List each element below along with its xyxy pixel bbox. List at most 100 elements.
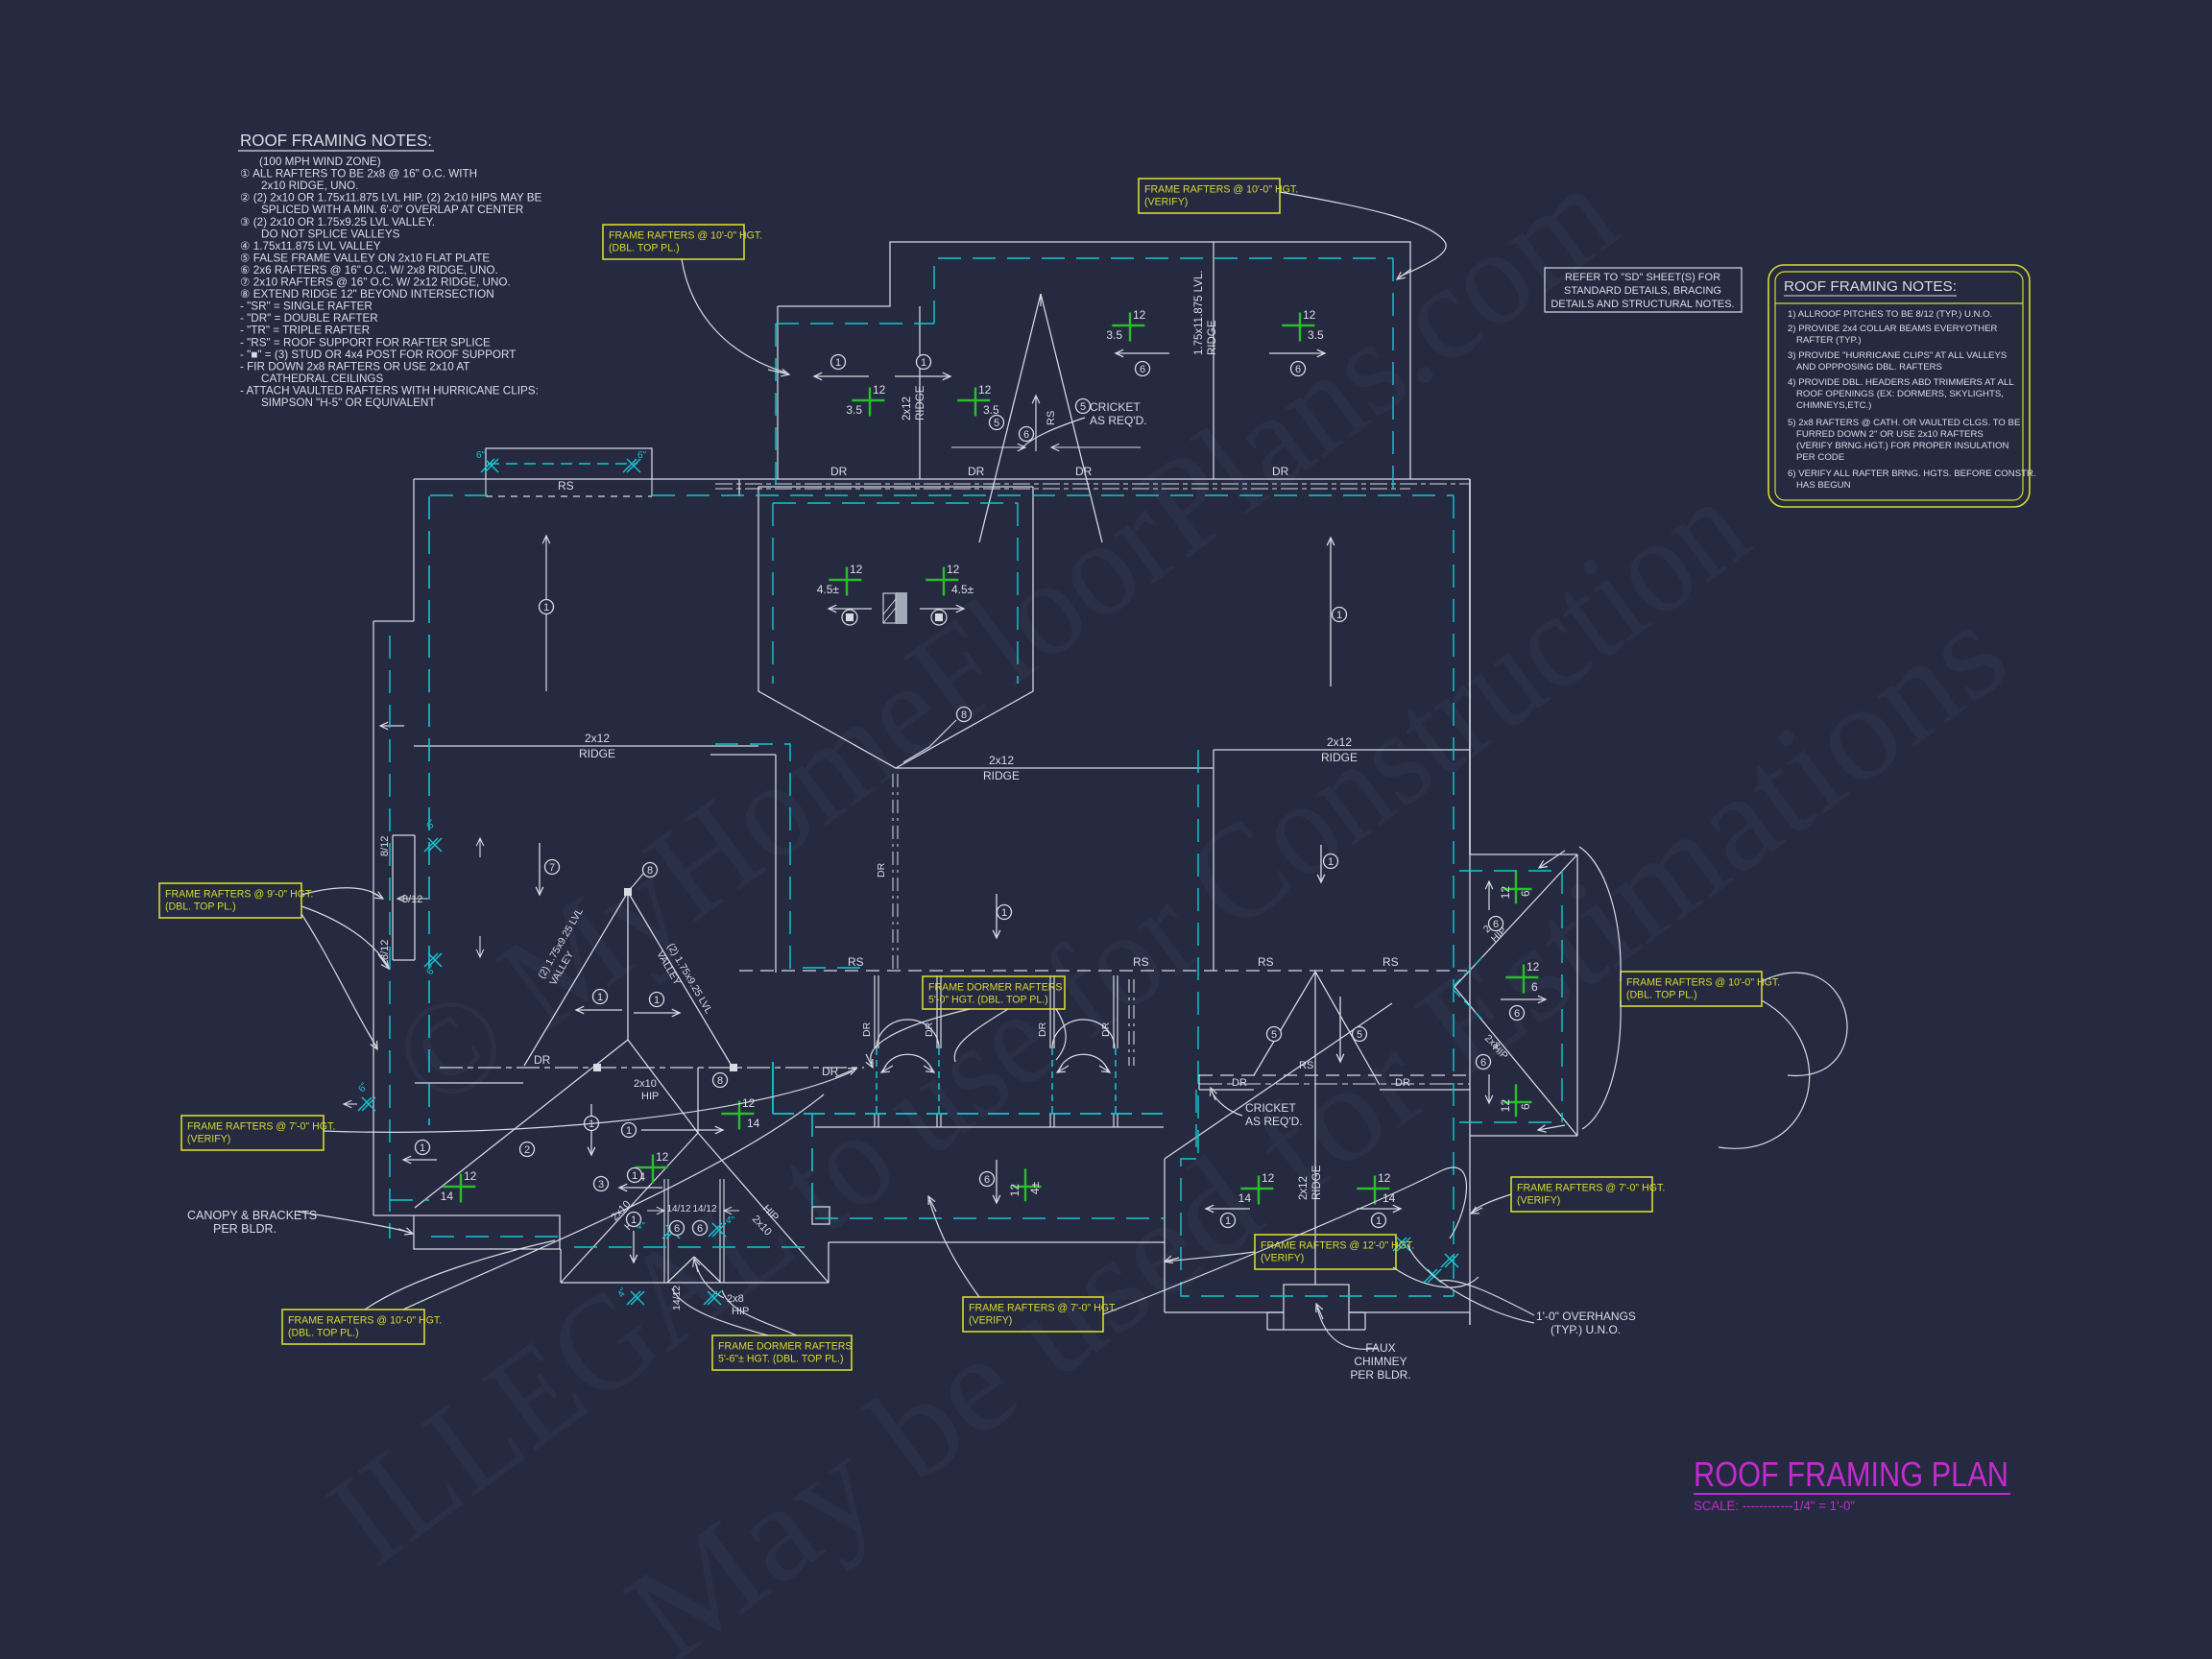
svg-text:PER CODE: PER CODE [1796,452,1844,463]
svg-text:RIDGE: RIDGE [1321,751,1358,764]
svg-text:3: 3 [598,1179,604,1190]
svg-text:1: 1 [1376,1215,1382,1227]
svg-text:- "TR" = TRIPLE RAFTER: - "TR" = TRIPLE RAFTER [240,325,370,337]
svg-text:2x12: 2x12 [989,754,1014,767]
svg-text:SPLICED WITH A MIN. 6'-0" OVER: SPLICED WITH A MIN. 6'-0" OVERLAP AT CEN… [261,204,523,216]
svg-text:CATHEDRAL CEILINGS: CATHEDRAL CEILINGS [261,373,383,385]
svg-text:RS: RS [1258,955,1274,969]
svg-text:HIP: HIP [641,1091,659,1102]
svg-text:DR: DR [924,1022,935,1037]
svg-text:12: 12 [1527,960,1540,974]
svg-text:1: 1 [1328,856,1334,868]
svg-text:DR: DR [1232,1077,1247,1089]
svg-text:4": 4" [726,1215,735,1226]
svg-text:1: 1 [654,995,660,1006]
svg-text:CRICKET: CRICKET [1090,400,1141,414]
svg-text:⑦ 2x10 RAFTERS @ 16" O.C. W/: ⑦ 2x10 RAFTERS @ 16" O.C. W/ 2x12 RIDGE,… [240,276,511,289]
svg-text:2x12: 2x12 [585,732,610,745]
svg-text:DR: DR [876,862,887,878]
svg-text:4.5±: 4.5± [817,583,840,596]
svg-text:5: 5 [1080,401,1086,413]
svg-text:CRICKET: CRICKET [1245,1101,1296,1115]
svg-text:AND OPPPOSING DBL. RAFTERS: AND OPPPOSING DBL. RAFTERS [1796,362,1942,373]
svg-text:DR: DR [1395,1077,1410,1089]
svg-text:12: 12 [850,563,863,576]
svg-text:CHIMNEY: CHIMNEY [1354,1355,1407,1368]
svg-text:2x10 RIDGE, UNO.: 2x10 RIDGE, UNO. [261,180,358,192]
svg-text:5) 2x8 RAFTERS @ CATH. OR VAUL: 5) 2x8 RAFTERS @ CATH. OR VAULTED CLGS. … [1788,418,2020,428]
svg-text:1) ALLROOF PITCHES TO BE 8/12: 1) ALLROOF PITCHES TO BE 8/12 (TYP.) U.N… [1788,309,1992,320]
svg-text:(VERIFY): (VERIFY) [1144,197,1188,208]
svg-text:(VERIFY): (VERIFY) [187,1134,230,1145]
svg-text:REFER TO "SD" SHEET(S) FOR: REFER TO "SD" SHEET(S) FOR [1565,272,1720,283]
svg-text:2: 2 [524,1144,530,1156]
svg-text:1: 1 [626,1125,632,1137]
svg-text:5: 5 [994,418,999,429]
svg-text:RS: RS [1299,1060,1313,1071]
svg-text:6": 6" [476,450,486,461]
svg-text:4": 4" [637,1221,646,1232]
svg-text:6: 6 [1493,919,1499,930]
svg-text:3.5: 3.5 [846,403,862,417]
svg-text:6: 6 [1514,1008,1520,1020]
svg-text:RIDGE: RIDGE [983,769,1020,782]
svg-text:6: 6 [1519,890,1532,897]
svg-text:12: 12 [978,383,992,397]
svg-text:FRAME RAFTERS @ 10'-0" HGT.: FRAME RAFTERS @ 10'-0" HGT. [609,229,762,241]
svg-text:(VERIFY): (VERIFY) [1517,1195,1560,1207]
svg-text:⑥ 2x6 RAFTERS @ 16" O.C. W/ 2: ⑥ 2x6 RAFTERS @ 16" O.C. W/ 2x8 RIDGE, U… [240,264,498,276]
svg-text:ROOF OPENINGS (EX: DORMERS, SK: ROOF OPENINGS (EX: DORMERS, SKYLIGHTS, [1796,389,2004,399]
svg-text:12: 12 [1303,308,1316,322]
svg-text:8/12: 8/12 [402,894,422,905]
svg-text:3) PROVIDE "HURRICANE CLIPS" A: 3) PROVIDE "HURRICANE CLIPS" AT ALL VALL… [1788,350,2007,361]
svg-text:FRAME RAFTERS @ 10'-0" HGT.: FRAME RAFTERS @ 10'-0" HGT. [1626,976,1780,988]
svg-text:HAS BEGUN: HAS BEGUN [1796,480,1851,491]
svg-text:FRAME RAFTERS @ 9'-0" HGT.: FRAME RAFTERS @ 9'-0" HGT. [165,888,313,900]
svg-text:2x12: 2x12 [902,397,913,421]
svg-text:DR: DR [822,1065,839,1078]
svg-text:AS REQ'D.: AS REQ'D. [1245,1115,1303,1128]
svg-text:12: 12 [742,1096,756,1110]
svg-text:12: 12 [1008,1184,1022,1197]
svg-text:1'-0" OVERHANGS: 1'-0" OVERHANGS [1536,1310,1636,1323]
svg-text:⑧ EXTEND RIDGE 12" BEYOND INT: ⑧ EXTEND RIDGE 12" BEYOND INTERSECTION [240,288,494,301]
svg-text:14: 14 [441,1190,454,1203]
svg-text:RIDGE: RIDGE [579,747,615,760]
svg-text:8/12: 8/12 [379,836,391,856]
svg-text:- "RS" = ROOF SUPPORT FOR: - "RS" = ROOF SUPPORT FOR RAFTER SPLICE [240,336,491,349]
svg-text:12: 12 [947,563,960,576]
svg-text:DETAILS AND STRUCTURAL NOTES.: DETAILS AND STRUCTURAL NOTES. [1551,299,1734,310]
svg-text:6: 6 [1531,980,1538,994]
svg-text:RS: RS [1133,955,1149,969]
svg-text:1.75x11.875 LVL.: 1.75x11.875 LVL. [1193,271,1205,355]
svg-text:AS REQ'D.: AS REQ'D. [1090,414,1147,427]
svg-text:2x12: 2x12 [1327,735,1352,749]
svg-text:DR: DR [1037,1022,1048,1037]
svg-text:7: 7 [549,862,555,874]
svg-text:1: 1 [632,1170,637,1182]
svg-text:ROOF FRAMING NOTES:: ROOF FRAMING NOTES: [240,131,432,150]
svg-text:1: 1 [835,357,841,369]
svg-text:(DBL. TOP PL.): (DBL. TOP PL.) [609,243,680,254]
svg-text:14/12: 14/12 [666,1204,690,1214]
svg-text:2x12: 2x12 [1298,1176,1310,1200]
svg-text:6: 6 [674,1223,680,1235]
svg-text:RS: RS [848,955,864,969]
svg-text:14: 14 [1238,1191,1252,1205]
svg-text:14: 14 [1382,1191,1396,1205]
svg-text:FRAME RAFTERS @ 10'-0" HGT.: FRAME RAFTERS @ 10'-0" HGT. [1144,183,1298,195]
svg-text:FRAME RAFTERS @ 7'-0" HGT.: FRAME RAFTERS @ 7'-0" HGT. [969,1302,1117,1313]
svg-text:5'-6"± HGT. (DBL. TOP PL.): 5'-6"± HGT. (DBL. TOP PL.) [718,1354,844,1365]
svg-text:(100 MPH WIND ZONE): (100 MPH WIND ZONE) [259,156,381,168]
svg-text:(DBL. TOP PL.): (DBL. TOP PL.) [165,902,236,913]
svg-text:PER BLDR.: PER BLDR. [1350,1368,1410,1382]
svg-text:6": 6" [637,450,647,461]
svg-text:5: 5 [1357,1029,1362,1041]
svg-text:12: 12 [464,1169,477,1183]
svg-text:⑤ FALSE FRAME VALLEY ON 2x10: ⑤ FALSE FRAME VALLEY ON 2x10 FLAT PLATE [240,252,490,264]
svg-text:DR: DR [1100,1022,1112,1037]
svg-text:STANDARD DETAILS, BRACING: STANDARD DETAILS, BRACING [1564,285,1721,297]
svg-text:6: 6 [1140,364,1145,375]
svg-text:1: 1 [1336,610,1342,621]
svg-text:DR: DR [830,465,848,478]
